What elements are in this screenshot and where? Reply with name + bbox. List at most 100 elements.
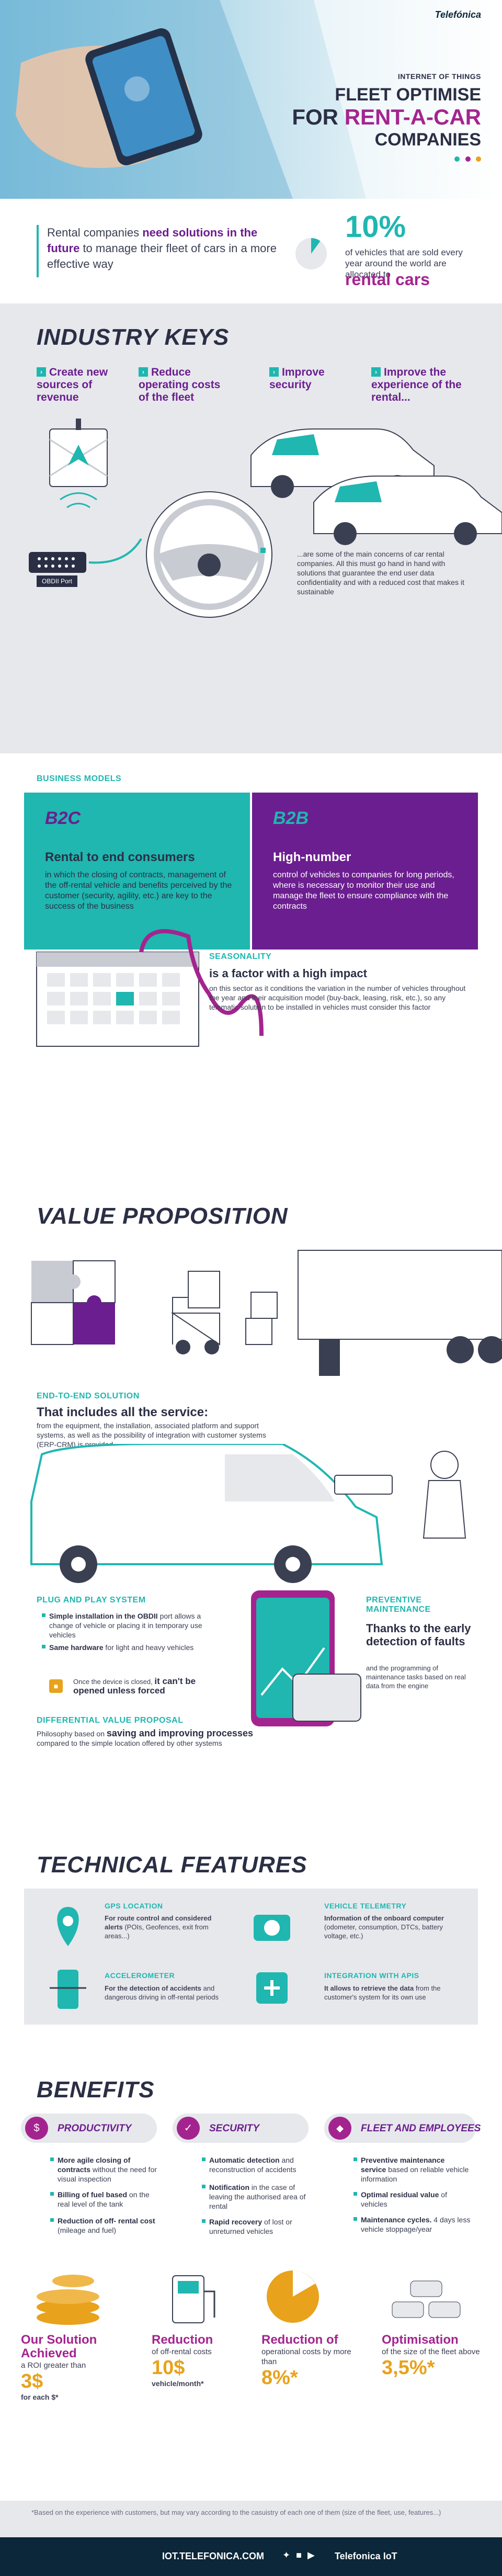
intro-stat-text: of vehicles that are sold every year aro… [345, 247, 463, 279]
stat-fleet-size: Optimisation of the size of the fleet ab… [382, 2333, 480, 2379]
technical-section: TECHNICAL FEATURES GPS LOCATION For rout… [0, 1841, 502, 2040]
cars-row-icon [392, 2280, 461, 2318]
twitter-icon[interactable]: ✦ [282, 2550, 291, 2560]
pnp-item-2: Same hardware for light and heavy vehicl… [42, 1643, 222, 1652]
e2e-heading: That includes all the service: [37, 1405, 209, 1419]
productivity-icon: $ [25, 2117, 48, 2140]
business-models-section: BUSINESS MODELS B2C Rental to end consum… [0, 753, 502, 1057]
linkedin-icon[interactable]: ■ [296, 2550, 302, 2560]
intro-section: Rental companies need solutions in the f… [0, 199, 502, 303]
key-revenue: ›Create new sources of revenue [37, 366, 108, 403]
api-label: INTEGRATION WITH APIS [324, 1971, 419, 1980]
b2c-body: in which the closing of contracts, manag… [45, 871, 232, 911]
pm-heading: Thanks to the early detection of faults [366, 1622, 471, 1648]
header-dots [451, 155, 481, 164]
industry-keys-illustration [29, 419, 502, 618]
productivity-item-1: More agile closing of contracts without … [50, 2155, 162, 2184]
b2b-card: B2B High-number control of vehicles to c… [252, 793, 478, 950]
accelerometer-label: ACCELEROMETER [105, 1971, 175, 1980]
b2b-heading: High-number [273, 850, 351, 864]
security-item-1: Automatic detection and reconstruction o… [202, 2155, 314, 2174]
pm-body: and the programming of maintenance tasks… [366, 1664, 466, 1690]
b2b-title: B2B [273, 808, 309, 828]
b2b-body: control of vehicles to companies for lon… [273, 871, 454, 911]
telefonica-logo: Telefónica [435, 9, 481, 20]
title-prefix: FOR [292, 105, 345, 129]
industry-keys-section: INDUSTRY KEYS ›Create new sources of rev… [0, 303, 502, 753]
phone-wallet-illustration [251, 1590, 361, 1726]
seasonality-body: on this sector as it conditions the vari… [209, 984, 466, 1011]
title-highlight: RENT-A-CAR [344, 105, 481, 129]
pnp-label: PLUG AND PLAY SYSTEM [37, 1596, 146, 1605]
arrow-icon: › [37, 367, 46, 377]
technical-heading: TECHNICAL FEATURES [37, 1852, 307, 1878]
social-icons: ✦ ■ ▶ [282, 2550, 315, 2561]
benefits-section: BENEFITS $ PRODUCTIVITY More agile closi… [0, 2040, 502, 2511]
header: Telefónica INTERNET OF THINGS FLEET OPTI… [0, 0, 502, 199]
coins-icon [37, 2275, 99, 2325]
security-title: SECURITY [209, 2123, 260, 2134]
b2c-heading: Rental to end consumers [45, 850, 195, 864]
fleet-item-3: Maintenance cycles. 4 days less vehicle … [353, 2216, 471, 2233]
footnote-section: *Based on the experience with customers,… [0, 2501, 502, 2537]
key-costs: ›Reduce operating costs of the fleet [139, 366, 221, 403]
api-text: It allows to retrieve the data from the … [324, 1984, 441, 2001]
benefits-heading: BENEFITS [37, 2077, 155, 2103]
stat-roi: Our Solution Achieved a ROI greater than… [21, 2333, 97, 2402]
seasonality-headline: is a factor with a high impact [209, 967, 367, 980]
b2c-title: B2C [45, 808, 81, 828]
lock-text: Once the device is closed, it can't be o… [73, 1676, 196, 1696]
fleet-title: FLEET AND EMPLOYEES [361, 2123, 481, 2134]
header-title-line2: FOR RENT-A-CAR [292, 105, 481, 130]
youtube-icon[interactable]: ▶ [307, 2550, 315, 2560]
arrow-icon: › [371, 367, 381, 377]
accelerometer-icon [50, 1970, 86, 2009]
seasonality-label: SEASONALITY [209, 952, 272, 961]
business-models-label: BUSINESS MODELS [37, 774, 122, 783]
header-hand-phone-illustration [0, 0, 502, 199]
stat-offrental: Reduction of off-rental costs 10$ vehicl… [152, 2333, 213, 2388]
gps-label: GPS LOCATION [105, 1902, 163, 1910]
footer-url-link[interactable]: IOT.TELEFONICA.COM [162, 2551, 264, 2561]
value-illustration-top [31, 1250, 502, 1376]
intro-stat-highlight: rental cars [345, 270, 430, 289]
e2e-label: END-TO-END SOLUTION [37, 1392, 140, 1400]
telemetry-icon [254, 1915, 290, 1941]
industry-keys-heading: INDUSTRY KEYS [37, 324, 230, 350]
dvp-label: DIFFERENTIAL VALUE PROPOSAL [37, 1716, 184, 1725]
gps-text: For route control and considered alerts … [105, 1914, 212, 1940]
value-proposition-heading: VALUE PROPOSITION [37, 1203, 288, 1229]
pm-label: PREVENTIVE MAINTENANCE [366, 1596, 431, 1614]
telemetry-text: Information of the onboard computer (odo… [324, 1914, 444, 1940]
header-title-line1: FLEET OPTIMISE [335, 85, 481, 105]
fleet-item-1: Preventive maintenance service based on … [353, 2155, 471, 2184]
footer: IOT.TELEFONICA.COM ✦ ■ ▶ Telefonica IoT [0, 2537, 502, 2576]
accelerometer-text: For the detection of accidents and dange… [105, 1984, 219, 2001]
arrow-icon: › [269, 367, 279, 377]
b2c-card: B2C Rental to end consumers in which the… [24, 793, 250, 950]
pnp-item-1: Simple installation in the OBDII port al… [42, 1611, 222, 1640]
car-icon: ◆ [328, 2117, 351, 2140]
security-item-2: Notification in the case of leaving the … [202, 2183, 314, 2211]
arrow-icon: › [139, 367, 148, 377]
fuel-icon [172, 2275, 215, 2323]
technical-panel [24, 1889, 478, 2025]
footer-brand: Telefonica IoT [335, 2551, 397, 2561]
productivity-title: PRODUCTIVITY [58, 2123, 132, 2134]
productivity-item-2: Billing of fuel based on the real level … [50, 2190, 162, 2209]
header-title-line3: COMPANIES [374, 130, 481, 150]
intro-text: Rental companies need solutions in the f… [47, 226, 277, 270]
dvp-text: Philosophy based on saving and improving… [37, 1728, 253, 1747]
security-item-3: Rapid recovery of lost or unreturned veh… [202, 2217, 314, 2236]
shield-icon: ✓ [177, 2117, 200, 2140]
intro-stat-value: 10% [345, 210, 406, 244]
pie-reduction-icon [267, 2270, 319, 2323]
api-icon [256, 1972, 288, 2004]
telemetry-label: VEHICLE TELEMETRY [324, 1902, 407, 1910]
fleet-item-2: Optimal residual value of vehicles [353, 2190, 471, 2209]
stat-operational: Reduction of operational costs by more t… [261, 2333, 351, 2389]
calendar-illustration [36, 929, 264, 1047]
gps-icon [57, 1907, 79, 1946]
key-security: ›Improve security [269, 366, 325, 391]
header-eyebrow: INTERNET OF THINGS [397, 72, 481, 81]
